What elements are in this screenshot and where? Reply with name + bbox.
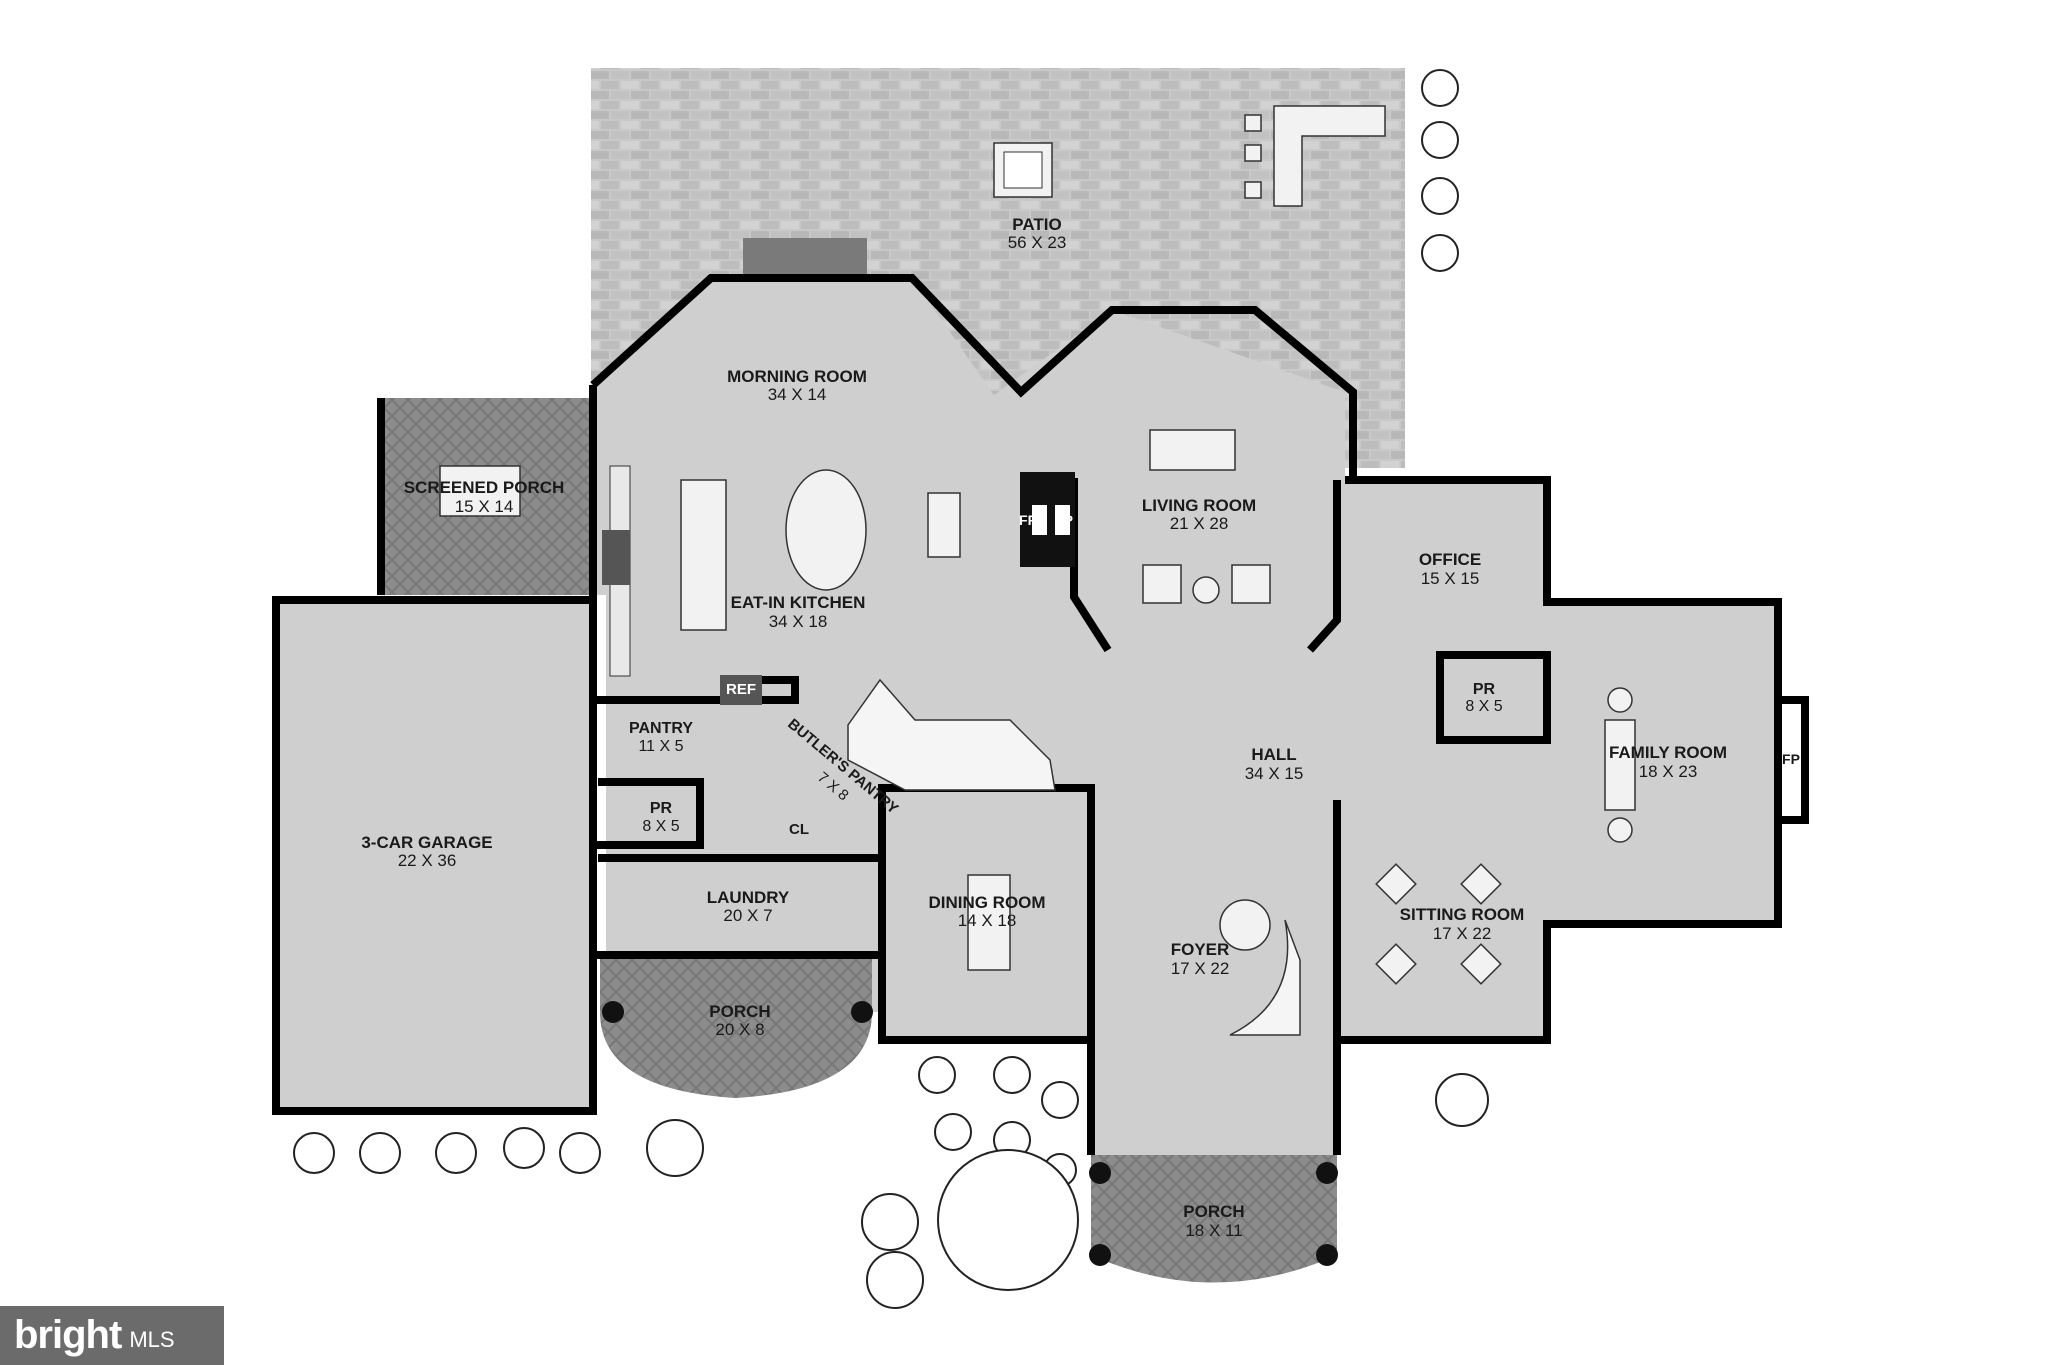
laundry-name: LAUNDRY [707,888,790,907]
kitchen-dim: 34 X 18 [769,612,828,631]
sitting-furniture [1375,863,1502,985]
pantry-name: PANTRY [629,720,693,737]
sitting-room-name: SITTING ROOM [1400,905,1525,924]
living-room-name: LIVING ROOM [1142,496,1256,515]
laundry-dim: 20 X 7 [723,906,772,925]
screened-porch-name: SCREENED PORCH [404,478,565,497]
family-room-name: FAMILY ROOM [1609,743,1727,762]
walls [272,274,1809,1155]
family-room-dim: 18 X 23 [1639,762,1698,781]
pr-left-dim: 8 X 5 [642,818,679,835]
pr-right-name: PR [1473,681,1496,698]
patio-dim: 56 X 23 [1008,233,1067,252]
living-furniture [1142,429,1271,604]
pr-left-name: PR [650,800,673,817]
hall-name: HALL [1251,745,1296,764]
dining-room-dim: 14 X 18 [958,911,1017,930]
screened-porch-dim: 15 X 14 [455,497,514,516]
dining-room-name: DINING ROOM [928,893,1045,912]
office-dim: 15 X 15 [1421,569,1480,588]
foyer-dim: 17 X 22 [1171,959,1230,978]
cl-label: CL [789,821,809,838]
pantry-dim: 11 X 5 [638,738,683,755]
logo-brand: bright [14,1313,122,1357]
room-labels: PATIO 56 X 23 MORNING ROOM 34 X 14 SCREE… [361,215,1800,1240]
landscaping [293,69,1489,1309]
porch-posts [602,1001,1338,1266]
family-furniture [1604,687,1636,843]
living-room-dim: 21 X 28 [1170,514,1229,533]
foyer-name: FOYER [1171,940,1230,959]
bright-mls-logo: bright MLS [0,1306,224,1365]
sitting-room-dim: 17 X 22 [1433,924,1492,943]
stairs [847,678,1301,1036]
patio-name: PATIO [1012,215,1061,234]
morning-room-name: MORNING ROOM [727,367,867,386]
porch-front-dim: 18 X 11 [1185,1221,1242,1240]
pr-right-dim: 8 X 5 [1465,698,1502,715]
interior-floor [276,278,1778,1155]
kitchen-name: EAT-IN KITCHEN [731,593,866,612]
kitchen-furniture [602,465,961,705]
ref-label: REF [726,681,756,698]
porch-front-floor [1091,1155,1337,1283]
logo-suffix: MLS [129,1326,175,1352]
morning-room-dim: 34 X 14 [768,385,827,404]
fp-label-2: FP [1055,512,1073,528]
garage-dim: 22 X 36 [398,851,457,870]
porch-left-dim: 20 X 8 [715,1020,764,1039]
dining-table [967,874,1011,971]
office-name: OFFICE [1419,550,1481,569]
porch-left-name: PORCH [709,1002,770,1021]
porch-front-name: PORCH [1183,1202,1244,1221]
hall-dim: 34 X 15 [1245,764,1304,783]
fp-label-1: FP [1019,512,1037,528]
porch-left-floor [600,955,872,1098]
garage-name: 3-CAR GARAGE [361,833,492,852]
screened-porch [381,398,593,595]
fp-label-3: FP [1782,751,1800,767]
foyer-table [1219,899,1271,951]
